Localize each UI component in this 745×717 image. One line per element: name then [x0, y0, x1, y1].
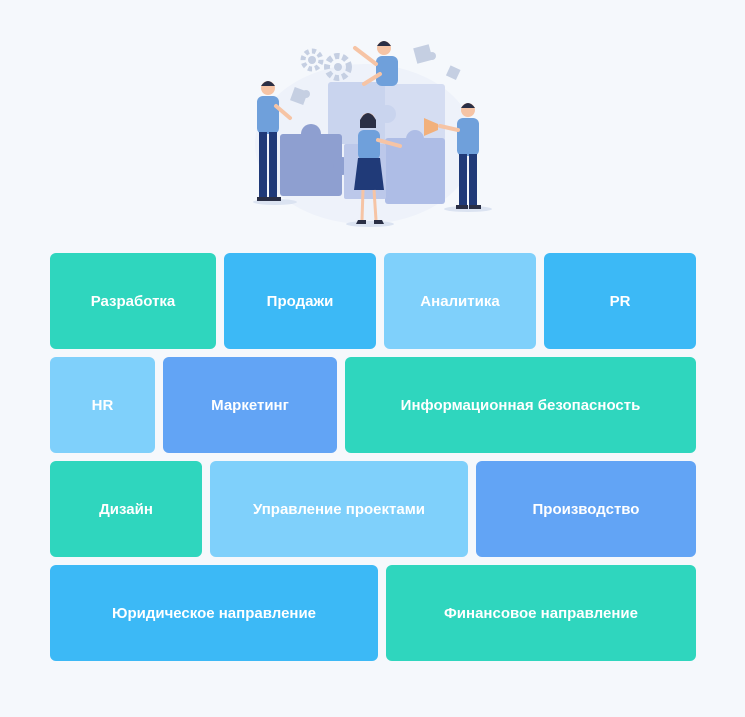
small-puzzle-icon — [290, 44, 461, 105]
tile-analytics[interactable]: Аналитика — [384, 253, 536, 349]
tile-design[interactable]: Дизайн — [50, 461, 202, 557]
tile-hr[interactable]: HR — [50, 357, 155, 453]
tile-sales[interactable]: Продажи — [224, 253, 376, 349]
team-puzzle-illustration — [240, 34, 505, 234]
tile-project-management[interactable]: Управление проектами — [210, 461, 468, 557]
departments-row-3: Дизайн Управление проектами Производство — [50, 461, 696, 557]
departments-row-1: Разработка Продажи Аналитика PR — [50, 253, 696, 349]
person-center-icon — [346, 113, 402, 227]
tile-pr[interactable]: PR — [544, 253, 696, 349]
departments-grid: Разработка Продажи Аналитика PR HR Марке… — [50, 253, 696, 669]
tile-legal[interactable]: Юридическое направление — [50, 565, 378, 661]
tile-marketing[interactable]: Маркетинг — [163, 357, 337, 453]
departments-row-4: Юридическое направление Финансовое напра… — [50, 565, 696, 661]
departments-row-2: HR Маркетинг Информационная безопасность — [50, 357, 696, 453]
megaphone-icon — [424, 118, 438, 136]
tile-production[interactable]: Производство — [476, 461, 696, 557]
tile-information-security[interactable]: Информационная безопасность — [345, 357, 696, 453]
person-right-icon — [424, 103, 492, 212]
person-left-icon — [253, 81, 297, 205]
gear-icon — [300, 48, 352, 81]
tile-development[interactable]: Разработка — [50, 253, 216, 349]
tile-finance[interactable]: Финансовое направление — [386, 565, 696, 661]
team-puzzle-icon — [253, 41, 492, 227]
person-top-icon — [353, 41, 398, 86]
